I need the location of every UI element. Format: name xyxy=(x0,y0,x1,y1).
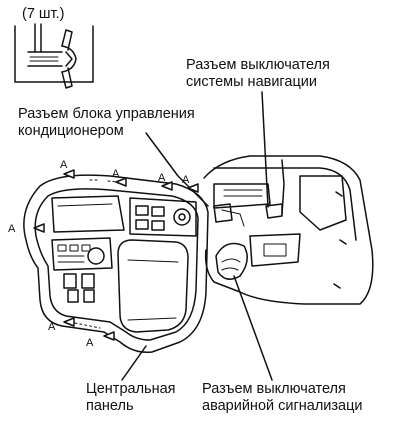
clip-label-1: A xyxy=(60,159,68,171)
clip-marker-arrow-5 xyxy=(63,317,75,327)
center-panel xyxy=(23,174,209,354)
clip-marker-arrow-4 xyxy=(33,223,45,233)
clip-label-4: A xyxy=(8,223,16,235)
clip-label-7: A xyxy=(182,174,190,186)
clip-markers xyxy=(33,169,199,341)
ac-control-connector-label-line1: Разъем блока управления xyxy=(18,106,195,122)
hazard-switch-connector-label-line2: аварийной сигнализаци xyxy=(202,398,363,414)
clip-count-label: (7 шт.) xyxy=(22,6,65,22)
nav-switch-connector-label-line2: системы навигации xyxy=(186,74,317,90)
clip-marker-arrow-3 xyxy=(161,181,173,191)
clip-label-2: A xyxy=(112,168,120,180)
nav-switch-connector-label-line1: Разъем выключателя xyxy=(186,57,330,73)
hazard-switch-connector-label-line1: Разъем выключателя xyxy=(202,381,346,397)
leader-nav-switch xyxy=(261,91,269,208)
center-panel-label-line1: Центральная xyxy=(86,381,176,397)
leader-hazard xyxy=(233,275,273,381)
clip-marker-arrow-2 xyxy=(115,177,127,187)
leader-center-panel xyxy=(121,345,147,381)
clip-detail-inset xyxy=(14,23,94,89)
clip-label-6: A xyxy=(86,337,94,349)
center-panel-label-line2: панель xyxy=(86,398,134,414)
clip-label-3: A xyxy=(158,172,166,184)
clip-label-5: A xyxy=(48,321,56,333)
ac-control-connector-label-line2: кондиционером xyxy=(18,123,124,139)
clip-marker-arrow-7 xyxy=(187,183,199,193)
clip-marker-arrow-1 xyxy=(63,169,75,179)
clip-marker-arrow-6 xyxy=(103,331,115,341)
dashboard-opening xyxy=(203,155,374,305)
